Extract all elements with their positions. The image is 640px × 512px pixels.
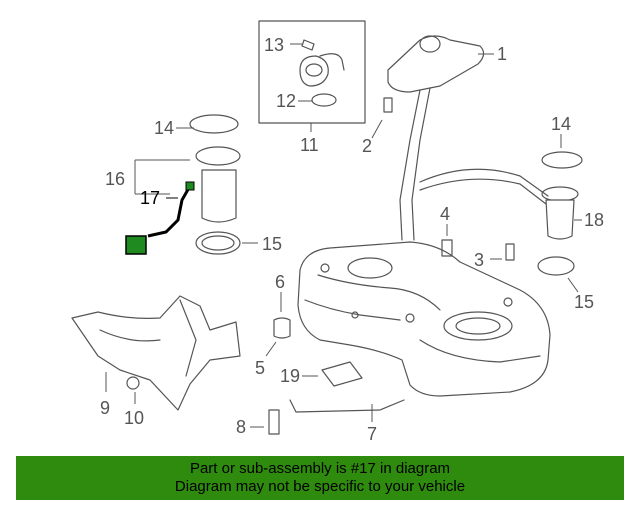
callout-17: 17 — [140, 188, 160, 208]
callout-15-right: 15 — [574, 292, 594, 312]
callout-7: 7 — [367, 424, 377, 444]
callout-2: 2 — [362, 136, 372, 156]
wiring-harness-17 — [125, 181, 195, 255]
callout-5: 5 — [255, 358, 265, 378]
info-banner: Part or sub-assembly is #17 in diagram D… — [16, 456, 624, 500]
heat-shield — [71, 295, 241, 411]
callout-12: 12 — [276, 91, 296, 111]
callout-9: 9 — [100, 398, 110, 418]
callout-15-left: 15 — [262, 234, 282, 254]
callout-4: 4 — [440, 204, 450, 224]
fuel-tank — [297, 241, 551, 397]
callout-8: 8 — [236, 417, 246, 437]
callout-13: 13 — [264, 35, 284, 55]
callout-14-right: 14 — [551, 114, 571, 134]
filler-neck — [387, 35, 494, 241]
callout-10: 10 — [124, 408, 144, 428]
callout-14-left: 14 — [154, 118, 174, 138]
cap-inset-box — [258, 20, 366, 132]
callout-11: 11 — [300, 135, 319, 155]
callout-16: 16 — [105, 169, 125, 189]
banner-line-2: Diagram may not be specific to your vehi… — [174, 478, 466, 495]
fuel-pump-module-right — [419, 134, 583, 293]
callout-3: 3 — [474, 250, 484, 270]
parts-diagram: 1 2 3 4 5 6 7 8 9 10 11 12 13 14 14 15 1… — [71, 20, 604, 444]
callout-6: 6 — [275, 272, 285, 292]
callout-19: 19 — [280, 366, 300, 386]
callout-1: 1 — [497, 44, 507, 64]
banner-line-1: Part or sub-assembly is #17 in diagram — [189, 460, 451, 477]
callout-18: 18 — [584, 210, 604, 230]
hardware — [250, 97, 515, 435]
fuel-pump-module-left — [134, 114, 258, 255]
